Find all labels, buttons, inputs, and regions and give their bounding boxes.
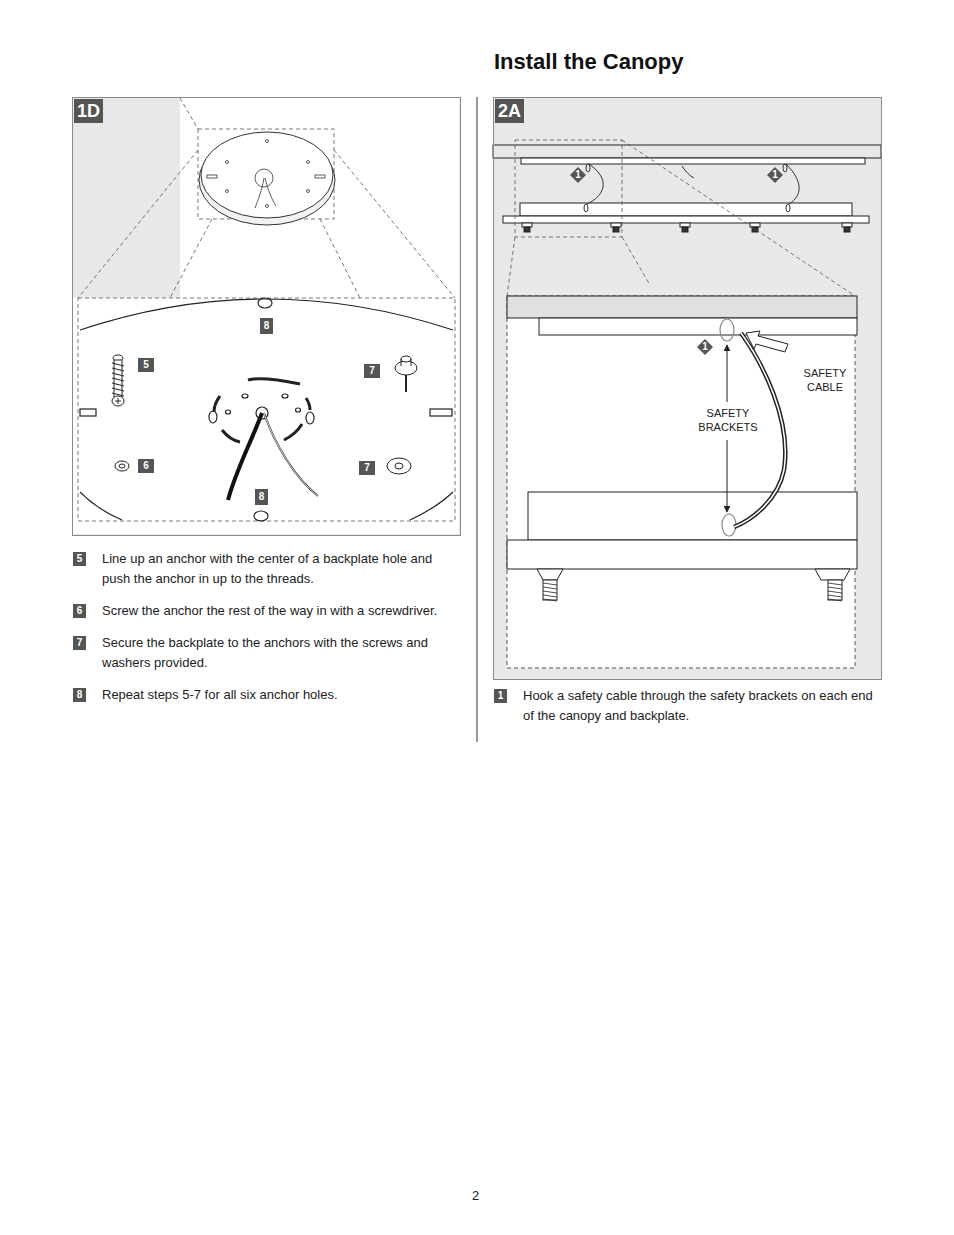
instruction-text: Secure the backplate to the anchors with… [102, 633, 464, 673]
part-label: SAFETY CABLE [796, 366, 854, 394]
callout-number: 7 [359, 461, 375, 475]
page-title: Install the Canopy [494, 48, 683, 76]
callout-text: 8 [264, 320, 270, 332]
callout-text: 6 [143, 460, 149, 472]
callout-text: 1 [702, 341, 708, 353]
callout-number: 6 [73, 604, 86, 618]
callout-text: 6 [77, 605, 83, 617]
instruction-text: Repeat steps 5-7 for all six anchor hole… [102, 685, 464, 705]
part-label: SAFETY BRACKETS [693, 406, 763, 434]
callout-text: 1 [498, 690, 504, 702]
callout-number: 1 [494, 689, 507, 703]
page-number: 2 [472, 1186, 486, 1206]
callout-text: 5 [143, 359, 149, 371]
callout-number: 5 [138, 358, 154, 372]
callout-text: 7 [77, 637, 83, 649]
callout-number: 5 [73, 552, 86, 566]
callout-number: 7 [364, 364, 380, 378]
callout-number: 8 [260, 318, 273, 334]
step-panel: 1D 8 5 7 6 7 8 [72, 97, 461, 536]
callout-number: 8 [255, 489, 268, 505]
divider-line [477, 97, 478, 742]
callout-number: 1 [697, 339, 713, 355]
instruction-text: Screw the anchor the rest of the way in … [102, 601, 464, 621]
instruction-text: Line up an anchor with the center of a b… [102, 549, 464, 589]
callout-number: 6 [138, 459, 154, 473]
panel-badge: 2A [495, 99, 524, 123]
callout-text: 8 [259, 491, 265, 503]
backplate-figure [72, 97, 460, 535]
callout-text: 1 [772, 169, 778, 181]
canopy-figure [493, 97, 881, 679]
callout-number: 1 [767, 167, 783, 183]
callout-number: 1 [570, 167, 586, 183]
callout-text: 7 [364, 462, 370, 474]
callout-text: 5 [77, 553, 83, 565]
instruction-text: Hook a safety cable through the safety b… [523, 686, 878, 726]
callout-number: 8 [73, 688, 86, 702]
callout-text: 7 [369, 365, 375, 377]
callout-number: 7 [73, 636, 86, 650]
callout-text: 8 [77, 689, 83, 701]
panel-badge: 1D [74, 99, 103, 123]
callout-text: 1 [575, 169, 581, 181]
